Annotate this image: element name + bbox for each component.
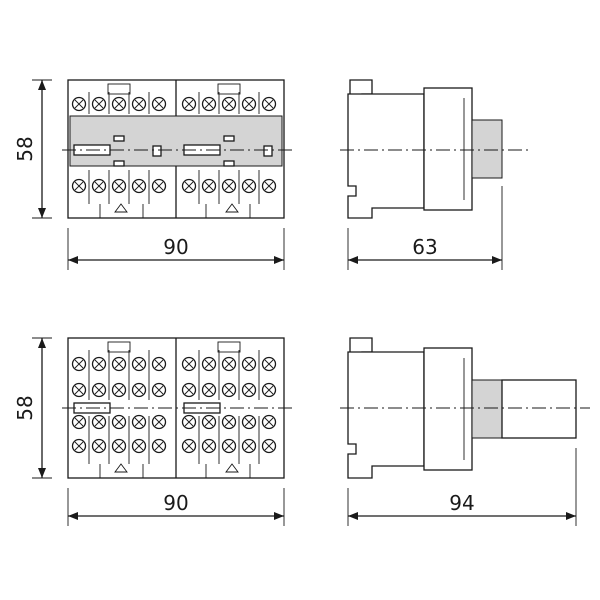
top-depth-dimension: 63 <box>347 186 503 270</box>
bottom-side-view <box>340 337 590 479</box>
bottom-height-label: 58 <box>13 395 37 420</box>
top-depth-label: 63 <box>412 235 437 259</box>
top-side-view <box>340 79 528 219</box>
top-width-label: 90 <box>163 235 188 259</box>
bottom-depth-label: 94 <box>449 491 474 515</box>
top-height-dimension: 58 <box>13 79 52 219</box>
top-height-label: 58 <box>13 136 37 161</box>
bottom-depth-dimension: 94 <box>347 448 577 526</box>
top-width-dimension: 90 <box>67 228 285 270</box>
bottom-height-dimension: 58 <box>13 337 52 479</box>
top-front-view <box>62 79 292 219</box>
bottom-width-label: 90 <box>163 491 188 515</box>
bottom-front-view <box>62 337 292 479</box>
bottom-width-dimension: 90 <box>67 488 285 526</box>
